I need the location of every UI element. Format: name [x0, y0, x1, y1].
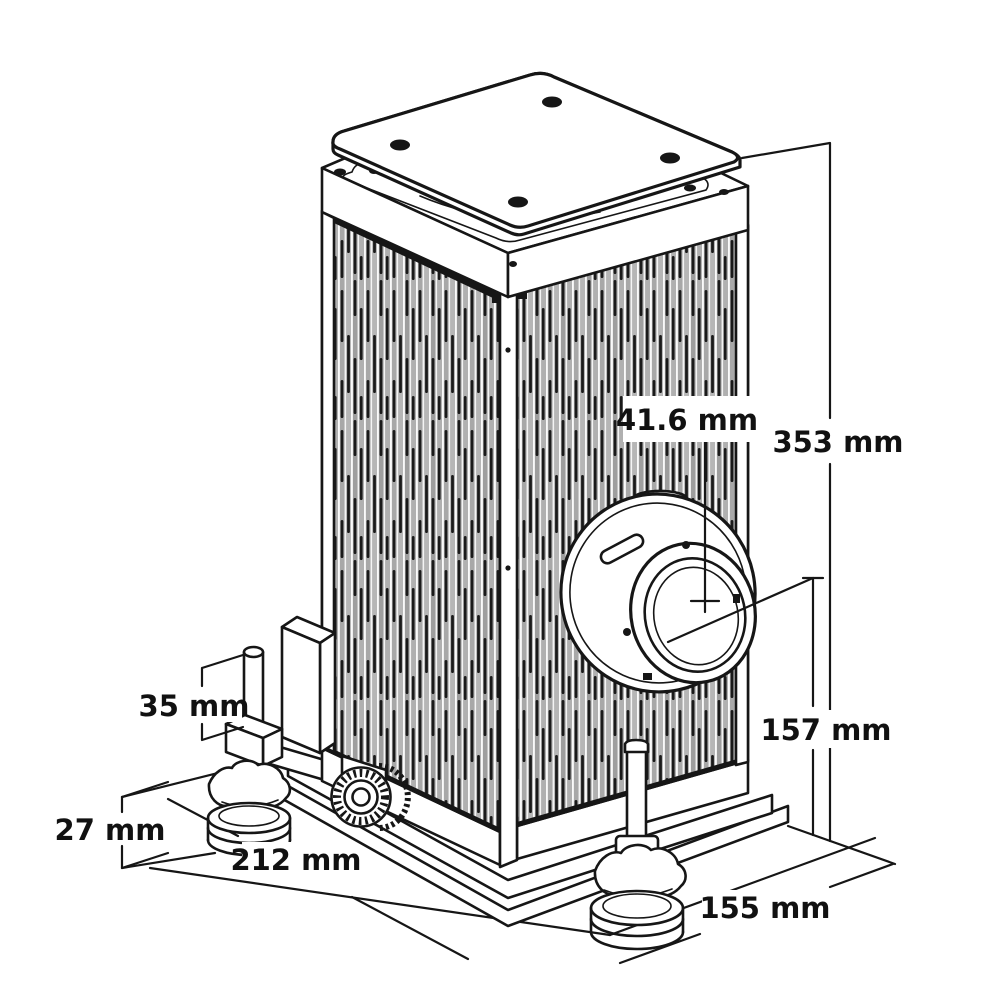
left-levelling-foot	[206, 759, 292, 857]
label-bg-41	[623, 396, 751, 442]
heatsink-fins-left	[320, 209, 502, 835]
label-bg-35	[146, 690, 242, 722]
lens-assembly	[559, 489, 757, 694]
dim-157-leader	[666, 576, 815, 644]
dimension-annotations: 41.6 mm 353 mm 157 mm 35 mm 27 mm 212 mm…	[55, 141, 904, 926]
plate-screw-hole	[542, 96, 562, 108]
dim-27-line	[120, 780, 170, 870]
front-levelling-foot	[589, 738, 687, 951]
dim-label-base-depth: 212 mm	[230, 843, 361, 877]
label-bg-27	[58, 814, 162, 844]
label-bg-155	[702, 890, 828, 926]
corner-clip-left	[492, 294, 501, 303]
side-connector-box	[280, 615, 337, 755]
dim-41-leader	[689, 440, 721, 614]
dim-label-foot-height: 27 mm	[55, 813, 166, 847]
label-bg-157	[768, 710, 882, 748]
mounting-plate	[331, 71, 742, 237]
corner-clip-right	[518, 290, 527, 299]
dim-155-line	[618, 862, 895, 965]
dim-label-lens-center-height: 157 mm	[760, 713, 891, 747]
dim-157-line	[801, 576, 825, 837]
corner-post	[498, 281, 519, 869]
dim-label-rear-post: 35 mm	[139, 689, 250, 723]
dim-label-lens-diameter: 41.6 mm	[616, 403, 758, 437]
plate-screw-hole	[508, 196, 528, 208]
dim-label-total-height: 353 mm	[772, 425, 903, 459]
label-bg-212	[242, 842, 350, 876]
plate-screw-hole	[390, 139, 410, 151]
plate-screw-hole	[660, 152, 680, 164]
dim-label-base-width: 155 mm	[699, 891, 830, 925]
dim-353-line	[740, 141, 832, 843]
alignment-slot	[599, 533, 645, 565]
label-bg-353	[784, 422, 890, 462]
adjustment-thumbwheel	[330, 754, 411, 831]
dim-35-line	[200, 653, 245, 742]
